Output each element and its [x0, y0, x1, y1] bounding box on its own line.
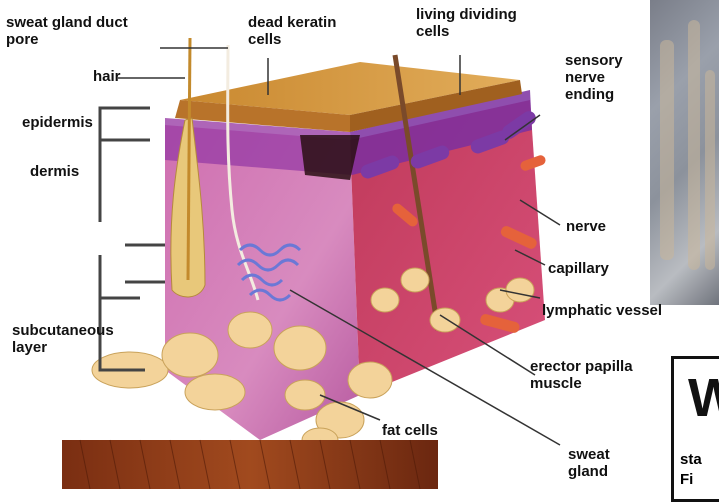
- card-big-letter: W: [688, 367, 719, 429]
- label-nerve: nerve: [566, 218, 606, 235]
- label-hair: hair: [93, 68, 121, 85]
- hair-shaft: [188, 38, 190, 280]
- label-living-dividing-cells: living dividing cells: [416, 6, 517, 40]
- text-card: W sta Fi: [671, 356, 719, 502]
- label-dead-keratin-cells: dead keratin cells: [248, 14, 336, 48]
- card-line-1: sta: [680, 451, 702, 468]
- label-dermis: dermis: [30, 163, 79, 180]
- label-fat-cells: fat cells: [382, 422, 438, 439]
- label-sweat-gland-duct-pore: sweat gland duct pore: [6, 14, 128, 48]
- cut-gap: [300, 135, 360, 180]
- label-capillary: capillary: [548, 260, 609, 277]
- portrait-photo: [650, 0, 719, 305]
- label-epidermis: epidermis: [22, 114, 93, 131]
- label-lymphatic-vessel: lymphatic vessel: [542, 302, 662, 319]
- label-sensory-nerve-ending: sensory nerve ending: [565, 52, 623, 103]
- label-sweat-gland: sweat gland: [568, 446, 610, 480]
- label-erector-papilla-muscle: erector papilla muscle: [530, 358, 633, 392]
- card-line-2: Fi: [680, 471, 693, 488]
- label-subcutaneous-layer: subcutaneous layer: [12, 322, 114, 356]
